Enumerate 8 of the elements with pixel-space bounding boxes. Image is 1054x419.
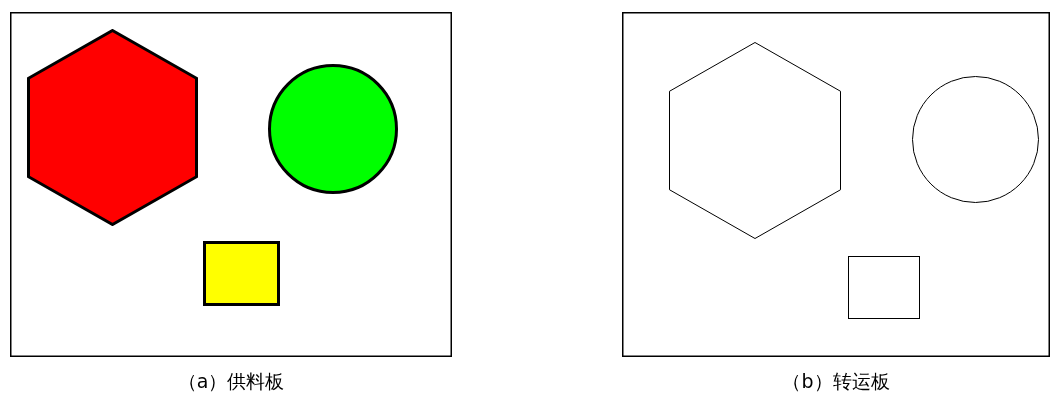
hexagon-shape <box>669 42 841 239</box>
square-shape <box>848 256 920 319</box>
figure-caption: （b）转运板 <box>782 369 890 393</box>
circle-shape <box>912 76 1039 203</box>
hexagon-shape <box>27 29 198 226</box>
figure-caption: （a）供料板 <box>177 369 285 393</box>
square-shape <box>203 241 280 306</box>
circle-shape <box>268 64 398 194</box>
